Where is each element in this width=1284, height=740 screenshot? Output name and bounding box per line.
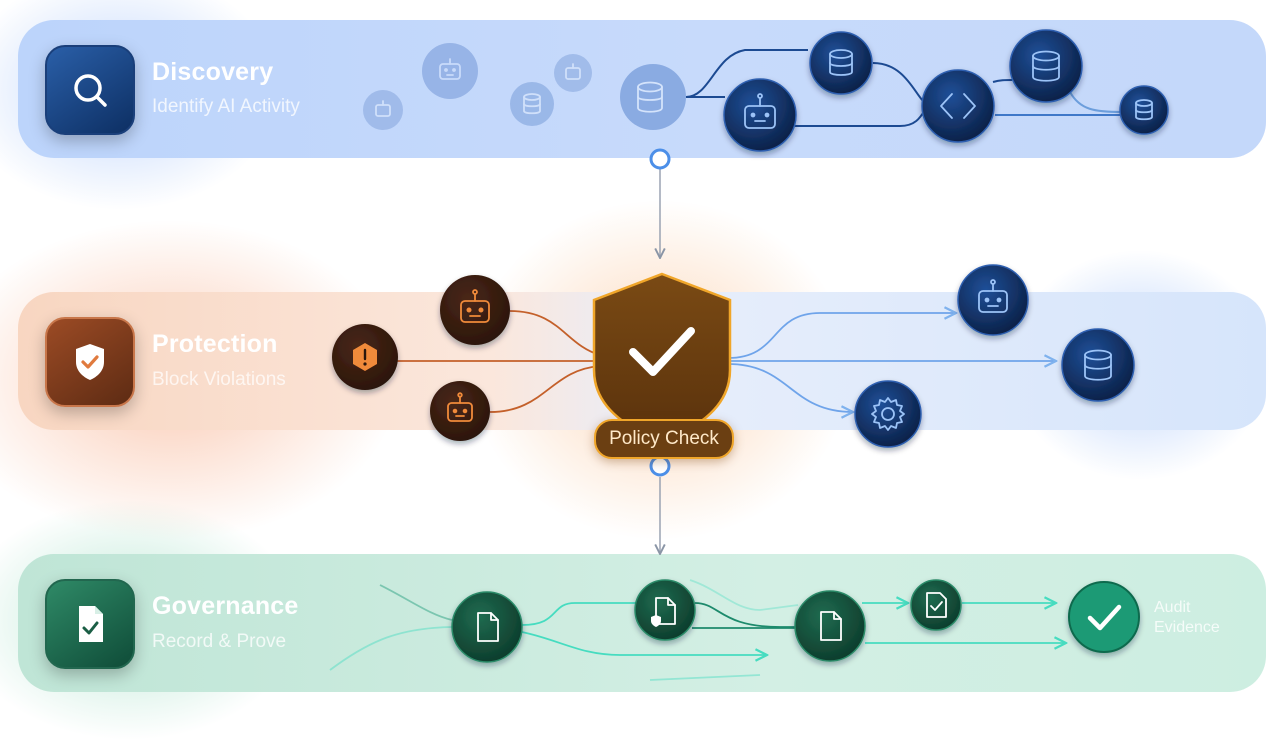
policy-check-label: Policy Check [594, 419, 734, 459]
document-check-icon [45, 579, 135, 669]
gear-icon [854, 380, 922, 448]
database-icon [809, 31, 873, 95]
shield-check-icon [45, 317, 135, 407]
robot-icon [363, 90, 403, 130]
protection-subtitle: Block Violations [152, 369, 286, 390]
document-icon [451, 591, 523, 663]
code-icon [921, 69, 995, 143]
database-icon [1009, 29, 1083, 103]
document-check-icon [910, 579, 962, 631]
robot-icon [422, 43, 478, 99]
audit-evidence-label: Audit Evidence [1154, 599, 1220, 636]
protection-title: Protection [152, 330, 278, 358]
discovery-title: Discovery [152, 58, 274, 86]
database-icon [620, 64, 686, 130]
robot-icon [554, 54, 592, 92]
robot-icon [440, 275, 510, 345]
connector-ring [649, 455, 671, 477]
robot-icon [723, 78, 797, 152]
check-icon [1068, 581, 1140, 653]
governance-subtitle: Record & Prove [152, 631, 287, 652]
search-icon [45, 45, 135, 135]
database-icon [1119, 85, 1169, 135]
database-icon [510, 82, 554, 126]
robot-icon [957, 264, 1029, 336]
discovery-subtitle: Identify AI Activity [152, 96, 300, 117]
document-shield-icon [634, 579, 696, 641]
flow-diagram [329, 29, 1169, 681]
protection-output-connections [727, 313, 1056, 412]
policy-check-shield [592, 272, 732, 442]
governance-title: Governance [152, 592, 299, 620]
protection-input-connections [397, 310, 601, 413]
governance-connections [329, 579, 1066, 681]
connector-ring [649, 148, 671, 170]
alert-icon [332, 324, 398, 390]
document-icon [794, 590, 866, 662]
database-icon [1061, 328, 1135, 402]
robot-icon [430, 381, 490, 441]
